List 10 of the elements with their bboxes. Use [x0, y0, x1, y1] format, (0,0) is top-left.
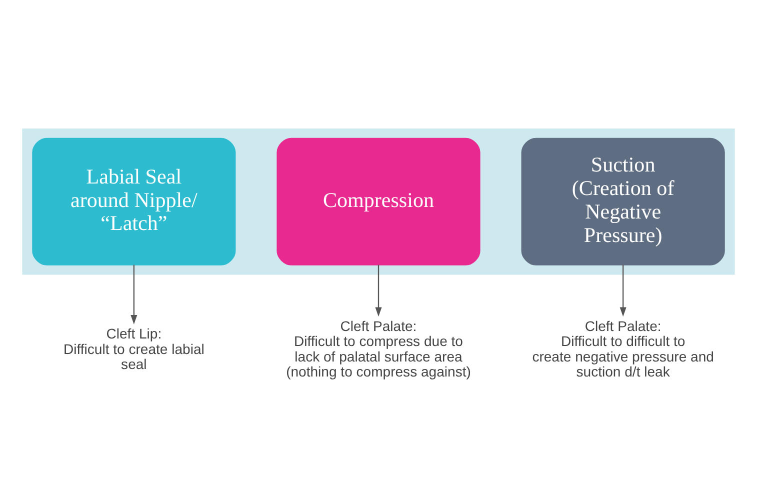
- node-text: Cleft Palate: Difficult to compress due to lack of palatal surface area (nothing to compress against): [286, 318, 471, 380]
- node-box: Compression: [276, 137, 480, 265]
- node-box: Suction (Creation of Negative Pressure): [521, 137, 725, 265]
- cluster: [22, 128, 735, 274]
- arrow: [620, 264, 626, 316]
- node-text: Cleft Palate: Difficult to difficult to create negative pressure and suction d/t leak: [532, 318, 714, 380]
- arrow: [375, 264, 382, 316]
- arrow: [130, 264, 138, 324]
- node-text: Cleft Lip: Difficult to create labial seal: [63, 325, 204, 372]
- node-box: Labial Seal around Nipple/ “Latch”: [32, 137, 236, 265]
